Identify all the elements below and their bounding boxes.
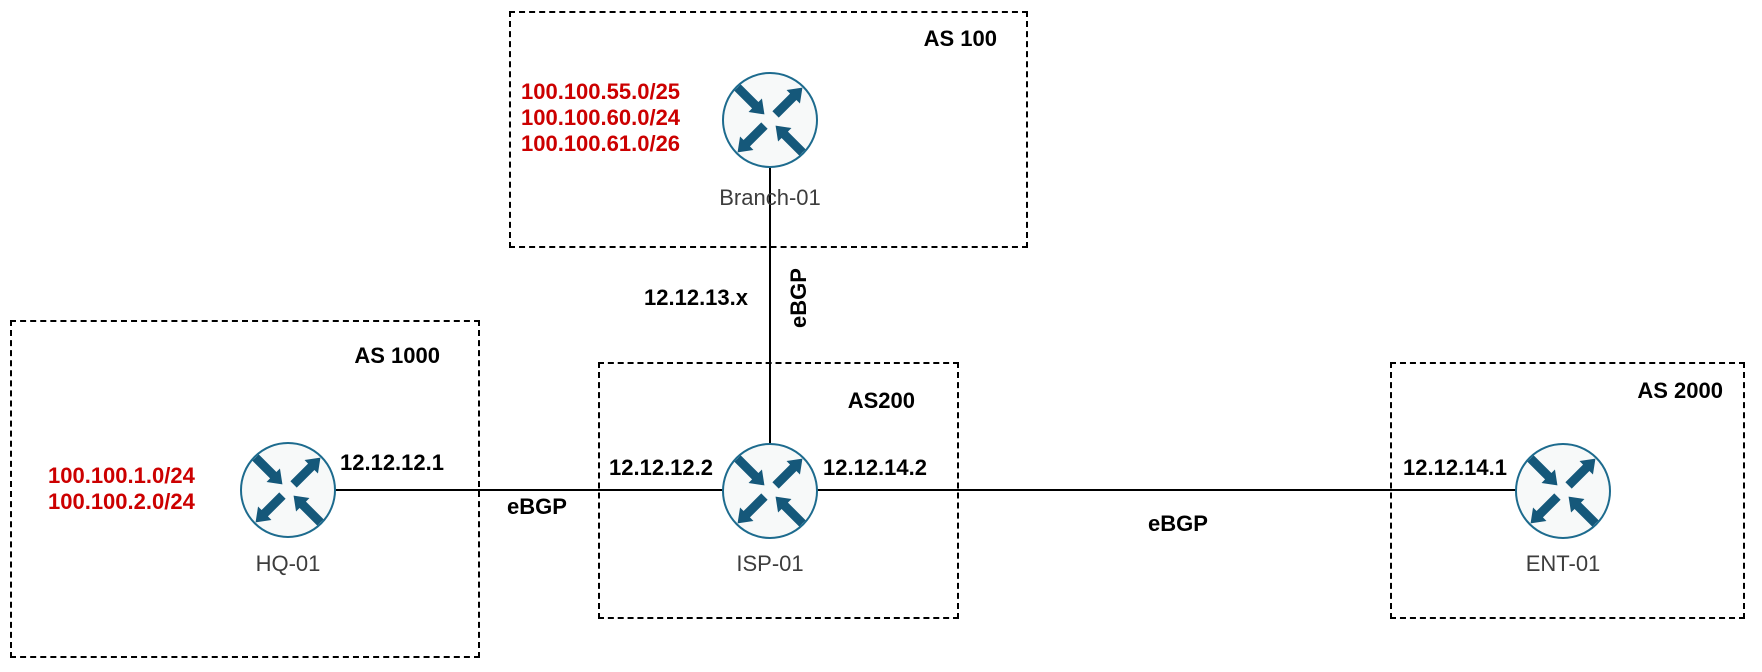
cisco-router-icon: [722, 443, 818, 539]
router-node-isp-01[interactable]: [720, 441, 820, 541]
ebgp-label-hq-isp: eBGP: [507, 494, 567, 519]
advertised-prefix: 100.100.60.0/24: [521, 105, 681, 130]
as-1000-prefix-list: 100.100.1.0/24 100.100.2.0/24: [48, 463, 195, 515]
router-node-ent-01[interactable]: [1513, 441, 1613, 541]
as-1000-label: AS 1000: [354, 343, 440, 368]
interface-ip-12-12-12-1: 12.12.12.1: [340, 450, 444, 475]
router-label-ent-01: ENT-01: [1525, 551, 1601, 576]
router-node-branch-01[interactable]: [720, 70, 820, 170]
ebgp-label-branch-isp: eBGP: [786, 268, 811, 328]
as-2000-label: AS 2000: [1637, 378, 1723, 403]
advertised-prefix: 100.100.61.0/26: [521, 131, 681, 156]
router-label-isp-01: ISP-01: [736, 551, 804, 576]
cisco-router-icon: [240, 442, 336, 538]
as-100-prefix-list: 100.100.55.0/25 100.100.60.0/24 100.100.…: [521, 79, 680, 157]
link-subnet-label-12-12-13-x: 12.12.13.x: [644, 285, 748, 310]
router-label-branch-01: Branch-01: [719, 185, 821, 210]
interface-ip-12-12-14-1: 12.12.14.1: [1403, 455, 1507, 480]
link-hq01-isp01: [288, 489, 770, 491]
cisco-router-icon: [722, 72, 818, 168]
advertised-prefix: 100.100.1.0/24: [48, 463, 195, 488]
ebgp-label-isp-ent: eBGP: [1148, 511, 1208, 536]
interface-ip-12-12-14-2: 12.12.14.2: [823, 455, 927, 480]
advertised-prefix: 100.100.55.0/25: [521, 79, 681, 104]
link-branch01-isp01: [769, 120, 771, 491]
advertised-prefix: 100.100.2.0/24: [48, 489, 195, 514]
link-isp01-ent01: [770, 489, 1563, 491]
as-100-boundary-box: [509, 11, 1028, 248]
cisco-router-icon: [1515, 443, 1611, 539]
as-200-label: AS200: [847, 388, 915, 413]
interface-ip-12-12-12-2: 12.12.12.2: [609, 455, 713, 480]
router-node-hq-01[interactable]: [238, 440, 338, 540]
as-100-label: AS 100: [923, 26, 997, 51]
router-label-hq-01: HQ-01: [255, 551, 321, 576]
